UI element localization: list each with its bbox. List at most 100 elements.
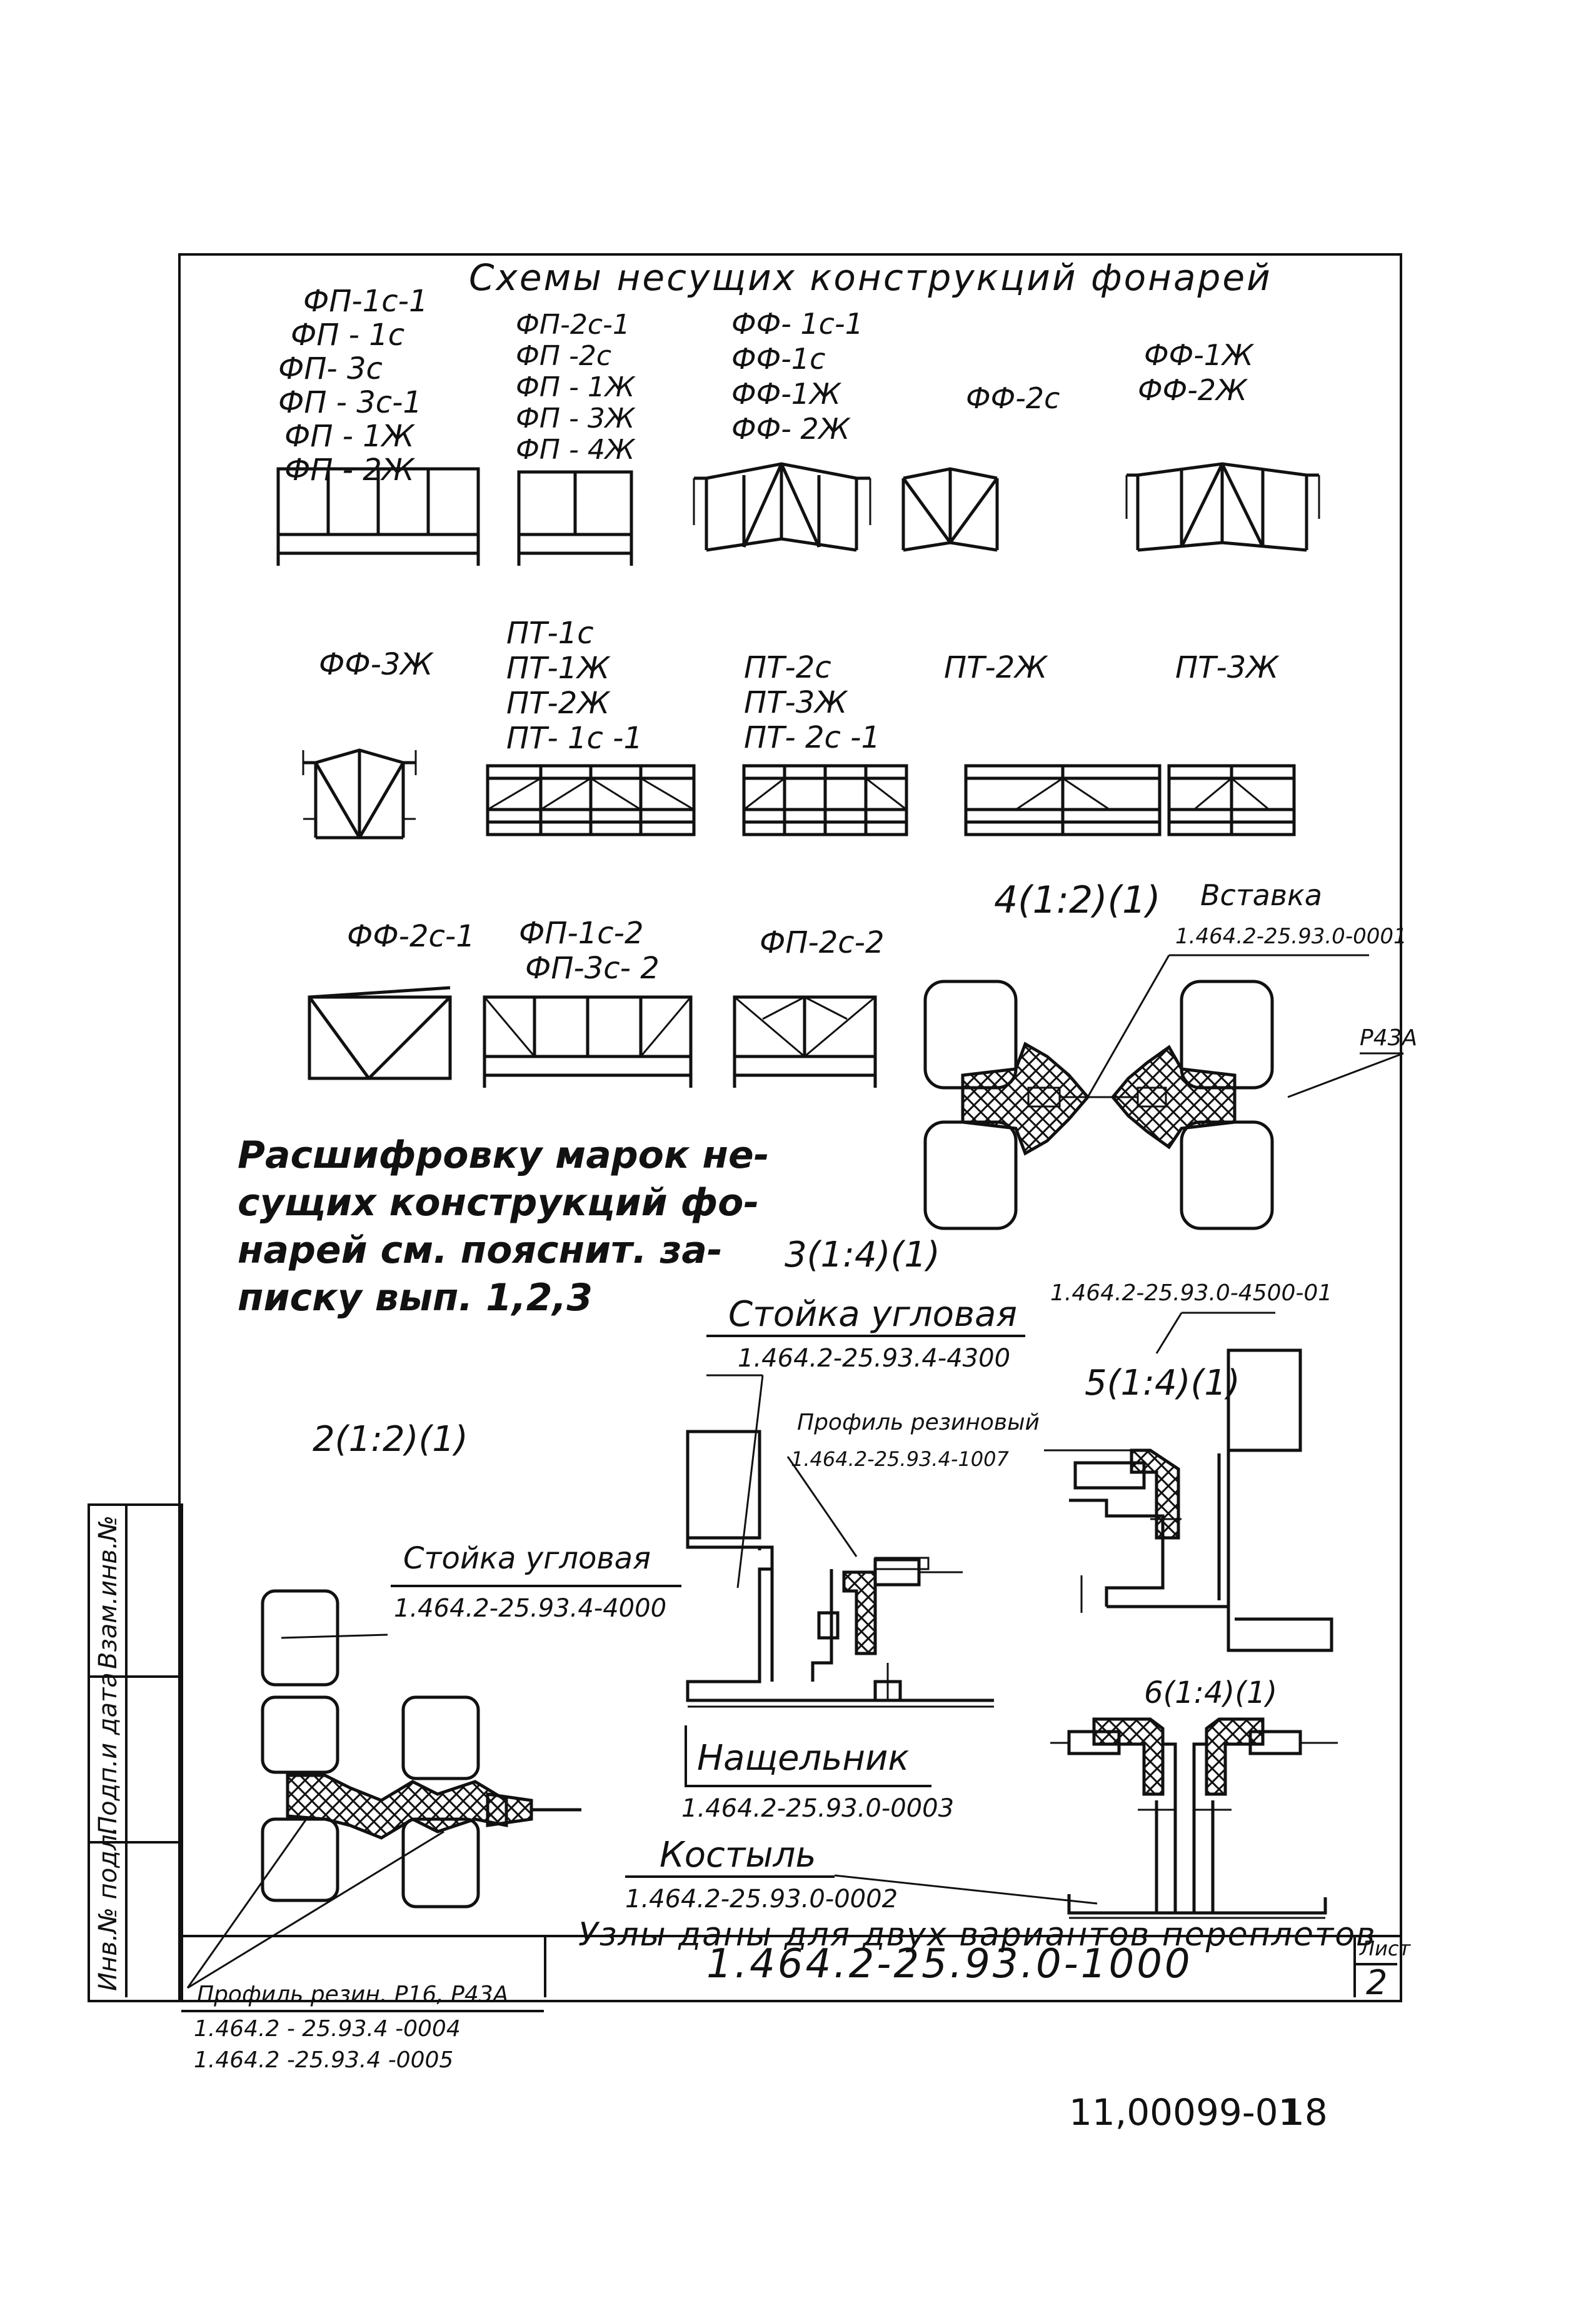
mark-label: ФП - 4Ж	[516, 434, 635, 466]
crutch-leader	[834, 1874, 1098, 1905]
row1-group2-labels: ФП-2с-1 ФП -2с ФП - 1Ж ФП - 3Ж ФП - 4Ж	[516, 309, 635, 466]
node2-corner-title: Стойка угловая	[403, 1541, 651, 1576]
note-line: писку вып. 1,2,3	[238, 1276, 593, 1320]
note-line: нарей см. пояснит. за-	[238, 1228, 723, 1272]
stamp-doc-code: 1.464.2-25.93.0-1000	[706, 1941, 1193, 1987]
side-stamp-divider	[88, 1675, 178, 1678]
stamp-divider	[1353, 1963, 1397, 1965]
node3-rubber-code: 1.464.2-25.93.4-1007	[791, 1447, 1009, 1471]
crutch-title: Костыль	[660, 1835, 816, 1875]
row2-group5-label: ПТ-3Ж	[1175, 650, 1278, 685]
mark-label: ФП-1с-1	[303, 284, 428, 319]
row2-group3-labels: ПТ-2с ПТ-3Ж ПТ- 2с -1	[744, 650, 880, 755]
node3-drawing	[686, 1374, 994, 1708]
mark-label: ФП-1с-2	[519, 916, 644, 951]
scheme-ff-2c-1	[308, 986, 452, 1080]
side-label-replace-inv: Взам.инв.№	[94, 1515, 123, 1669]
mark-label: ФП-2с-1	[516, 309, 630, 341]
row3-group1-label: ФФ-2с-1	[347, 919, 475, 954]
mark-label: ФФ-1Ж	[731, 377, 841, 411]
profile-rubber-code-1: 1.464.2 - 25.93.4 -0004	[194, 2016, 461, 2042]
node5-drawing	[1044, 1312, 1333, 1652]
node2-label: 2(1:2)(1)	[313, 1419, 468, 1460]
stamp-sheet-label: Лист	[1360, 1937, 1411, 1960]
mark-label: ФП- 3с	[278, 351, 383, 386]
scheme-pt-1	[486, 764, 696, 836]
scheme-pt-3	[964, 764, 1162, 836]
node4-drawing	[923, 954, 1404, 1230]
scheme-ff-3	[693, 462, 871, 552]
node3-rubber-title: Профиль резиновый	[797, 1410, 1040, 1435]
mark-label: ПТ- 2с -1	[744, 720, 881, 755]
node5-code: 1.464.2-25.93.0-4500-01	[1050, 1280, 1333, 1306]
side-stamp	[88, 1503, 183, 2002]
note-line: сущих конструкций фо-	[238, 1181, 760, 1225]
footer-code: 11,00099-01	[1069, 2091, 1302, 2134]
scheme-ff-5	[1125, 462, 1320, 552]
node6-label: 6(1:4)(1)	[1144, 1675, 1278, 1710]
profile-rubber-title: Профиль резин. Р16, Р43А	[197, 1982, 509, 2007]
drawing-frame	[178, 253, 1402, 2002]
underline	[706, 1335, 1025, 1337]
stamp-top-line	[178, 1935, 1400, 1937]
row2-group4-label: ПТ-2Ж	[944, 650, 1047, 685]
row3-group3-label: ФП-2с-2	[760, 925, 885, 960]
mark-label: ФП -2с	[516, 340, 612, 372]
scheme-fp-2c-2	[733, 995, 877, 1088]
node4-insert-code: 1.464.2-25.93.0-0001	[1175, 924, 1407, 949]
mark-label: ФП - 1Ж	[516, 371, 635, 403]
node5-label: 5(1:4)(1)	[1085, 1363, 1240, 1403]
underline	[685, 1785, 931, 1787]
leader	[685, 1725, 687, 1787]
flashing-title: Нащельник	[697, 1738, 910, 1779]
row2-schemes	[302, 748, 1296, 840]
mark-label: ФФ- 1с-1	[731, 307, 863, 341]
side-stamp-divider	[125, 1503, 128, 1997]
node3-corner-code: 1.464.2-25.93.4-4300	[738, 1344, 1011, 1373]
node3-corner-title: Стойка угловая	[728, 1294, 1017, 1335]
mark-label: ПТ- 1с -1	[506, 721, 643, 756]
node2-drawing	[186, 1589, 581, 1989]
mark-label: ФП - 3Ж	[516, 403, 635, 434]
mark-label: ПТ-3Ж	[744, 685, 847, 720]
stamp-sheet-number: 2	[1366, 1963, 1388, 2002]
scheme-fp-2	[517, 470, 633, 566]
footer-page: 18	[1282, 2091, 1328, 2134]
node4-profile: Р43А	[1360, 1025, 1418, 1051]
decoding-note: Расшифровку марок не- сущих конструкций …	[238, 1131, 770, 1322]
scheme-fp-1	[276, 467, 480, 566]
mark-label: ФФ-2Ж	[1138, 373, 1247, 407]
scheme-ff-4	[901, 467, 999, 552]
mark-label: ПТ-1с	[506, 616, 594, 651]
row3-schemes	[308, 986, 877, 1088]
mark-label: ФФ-1Ж	[1144, 338, 1253, 372]
row2-group2-labels: ПТ-1с ПТ-1Ж ПТ-2Ж ПТ- 1с -1	[506, 616, 643, 756]
underline	[625, 1875, 835, 1878]
mark-label: ФП - 1с	[291, 318, 405, 353]
node3-label: 3(1:4)(1)	[785, 1235, 940, 1275]
flashing-code: 1.464.2-25.93.0-0003	[681, 1794, 955, 1823]
mark-label: ПТ-2Ж	[506, 686, 610, 721]
profile-rubber-code-2: 1.464.2 -25.93.4 -0005	[194, 2047, 454, 2073]
row1-group5-labels: ФФ-1Ж ФФ-2Ж	[1138, 338, 1253, 408]
mark-label: ФП - 1Ж	[284, 419, 414, 454]
node4-label: 4(1:2)(1)	[994, 878, 1161, 922]
row1-schemes	[276, 462, 1320, 566]
variants-note: Узлы даны для двух вариантов переплетов	[578, 1916, 1377, 1954]
mark-label: ФФ-1с	[731, 342, 826, 376]
scheme-pt-4	[1167, 764, 1296, 836]
row1-group4-label: ФФ-2с	[966, 381, 1060, 415]
side-label-sign-date: Подп.и дата	[94, 1672, 123, 1835]
note-line: Расшифровку марок не-	[238, 1133, 770, 1177]
node6-drawing	[1050, 1717, 1338, 1919]
row1-group3-labels: ФФ- 1с-1 ФФ-1с ФФ-1Ж ФФ- 2Ж	[731, 306, 863, 446]
node2-corner-code: 1.464.2-25.93.4-4000	[394, 1594, 667, 1623]
stamp-divider	[544, 1935, 546, 1997]
mark-label: ПТ-1Ж	[506, 651, 610, 686]
underline	[181, 2010, 544, 2012]
side-label-inv-orig: Инв.№ подл.	[94, 1826, 123, 1991]
node4-insert-title: Вставка	[1200, 878, 1322, 912]
mark-label: ФФ- 2Ж	[731, 412, 850, 446]
side-stamp-divider	[88, 1841, 178, 1844]
scheme-ff-3zh	[302, 748, 417, 840]
